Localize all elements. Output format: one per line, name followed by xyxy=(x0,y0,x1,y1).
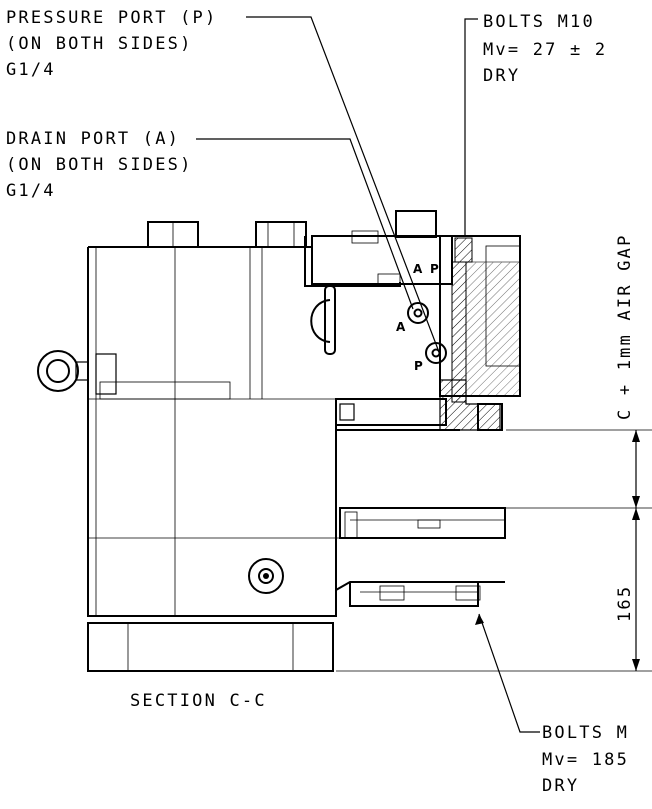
bolts-top-condition: DRY xyxy=(483,66,520,86)
drain-port-leader xyxy=(196,138,414,310)
base-plate xyxy=(87,622,334,672)
port-mark-a-top: A xyxy=(413,262,423,276)
drain-port-circle xyxy=(407,302,429,324)
bolts-bottom-callout: BOLTS M Mv= 185 DRY xyxy=(542,723,629,796)
lifting-eye-outer xyxy=(37,350,79,392)
section-title: SECTION C-C xyxy=(130,691,267,711)
drain-port-callout: DRAIN PORT (A) (ON BOTH SIDES) G1/4 xyxy=(6,129,193,201)
side-plug-outer xyxy=(248,558,284,594)
bolts-top-callout: BOLTS M10 Mv= 27 ± 2 DRY xyxy=(483,12,607,86)
bolts-bottom-leader xyxy=(478,613,540,733)
air-gap-dimension: C + 1mm AIR GAP xyxy=(615,233,635,420)
bolts-top-torque: Mv= 27 ± 2 xyxy=(483,40,607,60)
bolts-bottom-condition: DRY xyxy=(542,776,579,796)
pressure-port-leader xyxy=(246,16,440,353)
drain-port-thread: G1/4 xyxy=(6,181,56,201)
bolts-top-leader xyxy=(464,18,478,236)
bolts-bottom-torque: Mv= 185 xyxy=(542,750,629,770)
pressure-port-circle xyxy=(425,342,447,364)
pressure-port-thread: G1/4 xyxy=(6,60,56,80)
port-mark-a: A xyxy=(396,320,406,334)
bolts-bottom-label: BOLTS M xyxy=(542,723,629,743)
pressure-port-callout: PRESSURE PORT (P) (ON BOTH SIDES) G1/4 xyxy=(6,8,217,80)
bolts-bottom-arrowhead xyxy=(475,614,484,625)
body-outline xyxy=(87,247,505,617)
stroke-dimension: 165 xyxy=(615,585,635,622)
housing-body xyxy=(37,210,521,672)
bolts-top-label: BOLTS M10 xyxy=(483,12,595,32)
pressure-port-label: PRESSURE PORT (P) xyxy=(6,8,217,28)
port-mark-p: P xyxy=(414,359,423,373)
top-bolt-head-2 xyxy=(255,221,307,248)
leader-lines xyxy=(196,16,540,733)
port-mark-p-top: P xyxy=(430,262,439,276)
platen xyxy=(339,507,506,539)
dimension-lines xyxy=(336,429,652,672)
drain-port-label: DRAIN PORT (A) xyxy=(6,129,180,149)
lifting-eye-inner xyxy=(46,359,70,383)
pressure-port-sides: (ON BOTH SIDES) xyxy=(6,34,193,54)
drain-port-sides: (ON BOTH SIDES) xyxy=(6,155,193,175)
